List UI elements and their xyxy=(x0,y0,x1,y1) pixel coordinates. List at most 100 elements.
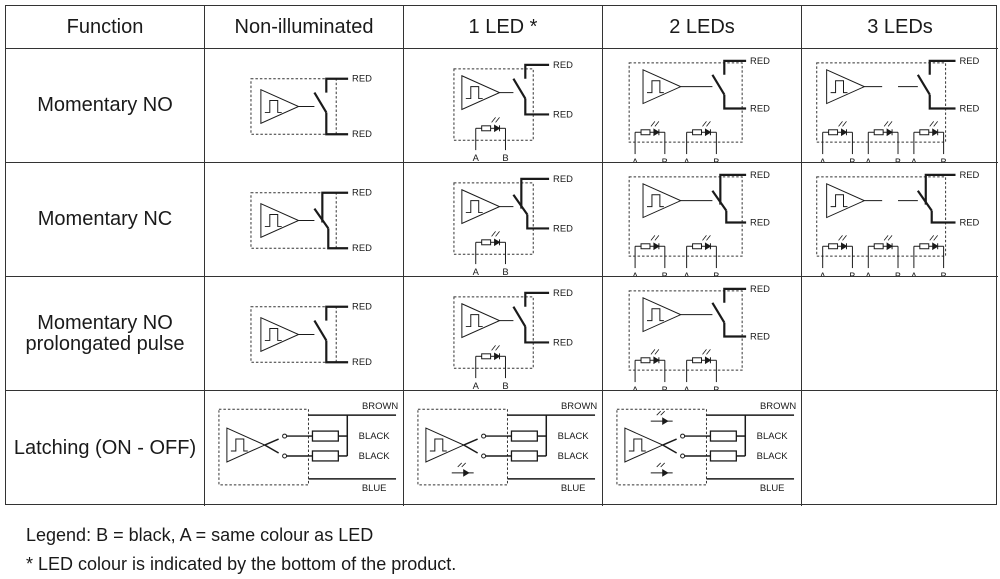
light-arrows xyxy=(656,462,665,468)
diode xyxy=(704,356,712,365)
terminal-b: B xyxy=(662,156,668,162)
blue-label: BLUE xyxy=(561,483,586,494)
switch-upper-contact xyxy=(723,287,747,303)
housing-box xyxy=(816,176,947,257)
red-label: RED xyxy=(553,59,573,70)
amplifier-triangle xyxy=(226,427,266,463)
resistor xyxy=(510,430,538,442)
pulse-symbol xyxy=(830,80,848,94)
housing-box xyxy=(417,408,508,486)
terminal-a: A xyxy=(683,270,690,276)
terminal-a: A xyxy=(865,270,872,276)
light-arrows xyxy=(838,235,847,241)
light-arrows xyxy=(457,462,466,468)
switch-lower-contact xyxy=(524,326,550,344)
blue-label: BLUE xyxy=(760,483,785,494)
red-label: RED xyxy=(959,102,979,113)
blue-label: BLUE xyxy=(362,483,387,494)
resistor xyxy=(828,243,839,250)
switch-blade xyxy=(711,74,726,96)
wiring-table: Function Non-illuminated 1 LED * 2 LEDs … xyxy=(5,5,998,506)
switch-upper-contact xyxy=(321,191,349,223)
amplifier-triangle xyxy=(461,188,501,225)
terminal-b: B xyxy=(713,270,719,276)
light-arrows xyxy=(650,235,660,241)
resistor xyxy=(828,129,839,136)
red-label: RED xyxy=(750,169,770,180)
light-arrows xyxy=(650,121,660,127)
black-label: BLACK xyxy=(558,431,590,442)
red-label: RED xyxy=(553,287,573,298)
pulse-symbol xyxy=(230,438,248,452)
red-label: RED xyxy=(750,330,770,341)
pulse-symbol xyxy=(465,200,483,214)
housing-box xyxy=(816,62,947,143)
brown-label: BROWN xyxy=(561,401,597,412)
switch-lower-contact xyxy=(325,340,349,364)
light-arrows xyxy=(491,117,500,123)
pulse-symbol xyxy=(264,100,282,113)
pulse-symbol xyxy=(264,328,282,341)
amplifier-triangle xyxy=(642,69,682,105)
latch-contact-lower xyxy=(662,444,677,454)
switch-blade xyxy=(711,190,728,212)
housing-box xyxy=(628,62,743,143)
terminal-a: A xyxy=(473,152,480,162)
terminal-a: A xyxy=(632,156,639,162)
resistor xyxy=(692,357,702,364)
legend-line-1: Legend: B = black, A = same colour as LE… xyxy=(26,525,374,545)
terminal-b: B xyxy=(662,270,668,276)
diode xyxy=(662,469,669,477)
switch-upper-contact xyxy=(524,63,550,79)
red-label: RED xyxy=(750,283,770,294)
housing-box xyxy=(250,78,337,135)
red-label: RED xyxy=(750,55,770,66)
switch-lower-contact xyxy=(524,98,550,116)
switch-blade xyxy=(313,92,328,113)
terminal-b: B xyxy=(895,156,901,162)
diode xyxy=(932,128,939,137)
black-label: BLACK xyxy=(359,451,391,462)
resistor xyxy=(481,353,492,360)
header-1-led: 1 LED * xyxy=(404,6,603,49)
diode xyxy=(463,469,470,477)
amplifier-triangle xyxy=(260,202,300,239)
diode xyxy=(494,238,501,247)
resistor xyxy=(481,239,492,246)
contact-point xyxy=(680,453,686,459)
terminal-a: A xyxy=(473,380,480,390)
resistor xyxy=(640,357,651,364)
terminal-b: B xyxy=(849,270,855,276)
red-label: RED xyxy=(750,102,770,113)
pulse-symbol xyxy=(646,308,664,322)
switch-lower-contact xyxy=(930,210,956,224)
row-label-momentary-nc: Momentary NC xyxy=(6,163,205,277)
terminal-b: B xyxy=(713,156,719,162)
row-label-prolongated-pulse: Momentary NO prolongated pulse xyxy=(6,277,205,391)
light-arrows xyxy=(702,349,711,355)
amplifier-triangle xyxy=(461,74,501,111)
red-label: RED xyxy=(959,55,979,66)
resistor xyxy=(481,125,492,132)
red-label: RED xyxy=(352,242,372,253)
latch-contact-lower xyxy=(264,444,279,454)
header-function: Function xyxy=(6,6,205,49)
switch-blade xyxy=(512,306,527,328)
red-label: RED xyxy=(959,169,979,180)
light-arrows xyxy=(702,121,711,127)
prolongated-label-line2: prolongated pulse xyxy=(25,332,185,355)
diode xyxy=(494,352,501,361)
light-arrows xyxy=(883,235,893,241)
